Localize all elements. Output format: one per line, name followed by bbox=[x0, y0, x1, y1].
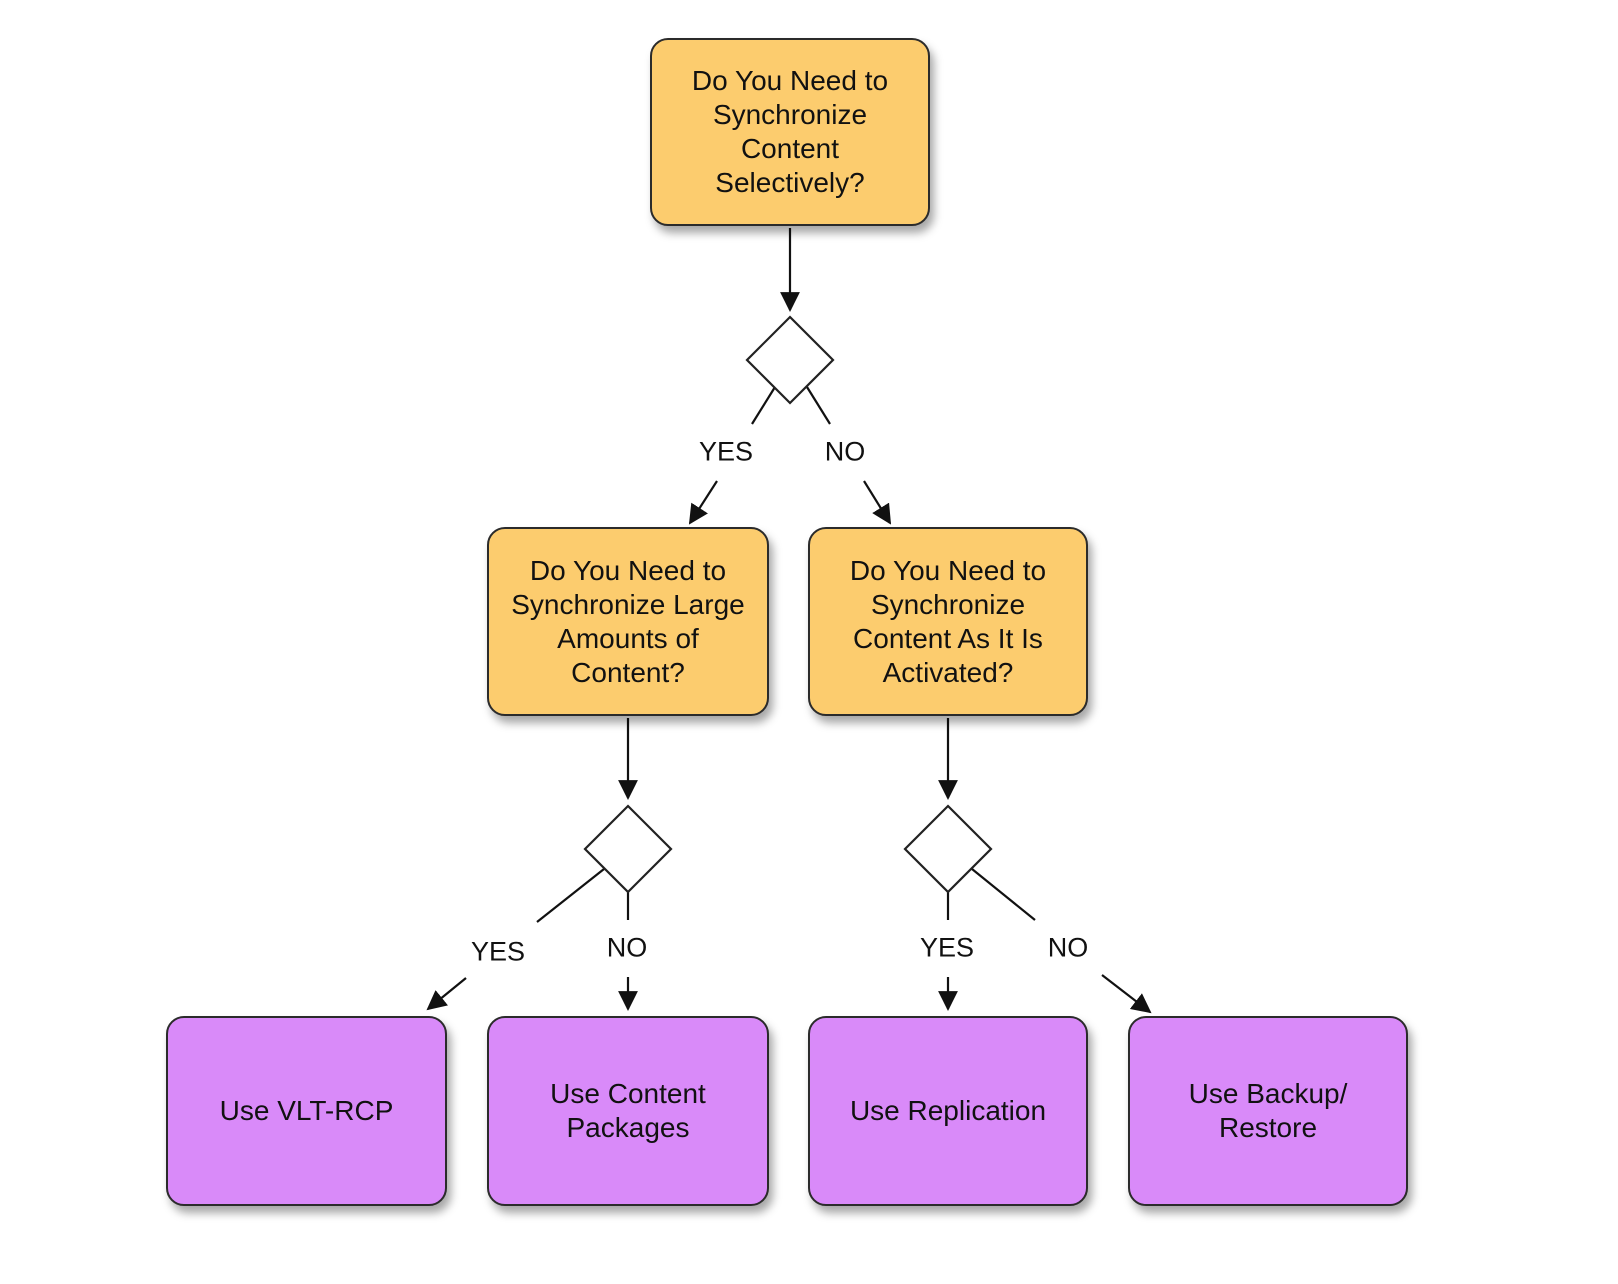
connector-decision2-yes-upper bbox=[536, 868, 605, 923]
connector-decision1-yes-lower bbox=[688, 480, 718, 525]
question-label: Do You Need to Synchronize Content As It… bbox=[849, 554, 1047, 688]
outcome-label: Use Replication bbox=[849, 1095, 1047, 1126]
question-node-as-activated: Do You Need to Synchronize Content As It… bbox=[808, 527, 1088, 716]
outcome-label: Use VLT-RCP bbox=[219, 1095, 394, 1126]
outcome-label: Use Backup/ Restore bbox=[1188, 1078, 1348, 1143]
outcome-node-backup-restore: Use Backup/ Restore bbox=[1128, 1016, 1408, 1206]
edge-label-decision2-no: NO bbox=[606, 932, 648, 963]
decision-diamond-2 bbox=[583, 804, 673, 894]
outcome-node-vlt-rcp: Use VLT-RCP bbox=[166, 1016, 447, 1206]
edge-label-decision1-no: NO bbox=[824, 436, 866, 467]
question-label: Do You Need to Synchronize Content Selec… bbox=[691, 65, 889, 198]
edge-label-decision1-yes: YES bbox=[698, 436, 754, 467]
connector-decision1-no-lower bbox=[863, 480, 892, 525]
decision-diamond-1 bbox=[745, 315, 835, 405]
connector-decision3-no-upper bbox=[971, 868, 1036, 921]
outcome-node-replication: Use Replication bbox=[808, 1016, 1088, 1206]
connector-decision1-no-upper bbox=[806, 386, 831, 425]
outcome-node-content-packages: Use Content Packages bbox=[487, 1016, 769, 1206]
connector-decision1-yes-upper bbox=[751, 386, 776, 425]
connector-decision2-yes-lower bbox=[426, 977, 467, 1011]
question-node-large-amounts: Do You Need to Synchronize Large Amounts… bbox=[487, 527, 769, 716]
question-label: Do You Need to Synchronize Large Amounts… bbox=[511, 554, 745, 688]
edge-label-decision2-yes: YES bbox=[470, 936, 526, 967]
outcome-label: Use Content Packages bbox=[550, 1078, 706, 1143]
question-node-synchronize-selectively: Do You Need to Synchronize Content Selec… bbox=[650, 38, 930, 226]
decision-diamond-3 bbox=[903, 804, 993, 894]
edge-label-decision3-no: NO bbox=[1047, 932, 1089, 963]
connector-decision3-no-lower bbox=[1101, 974, 1152, 1014]
edge-label-decision3-yes: YES bbox=[919, 932, 975, 963]
